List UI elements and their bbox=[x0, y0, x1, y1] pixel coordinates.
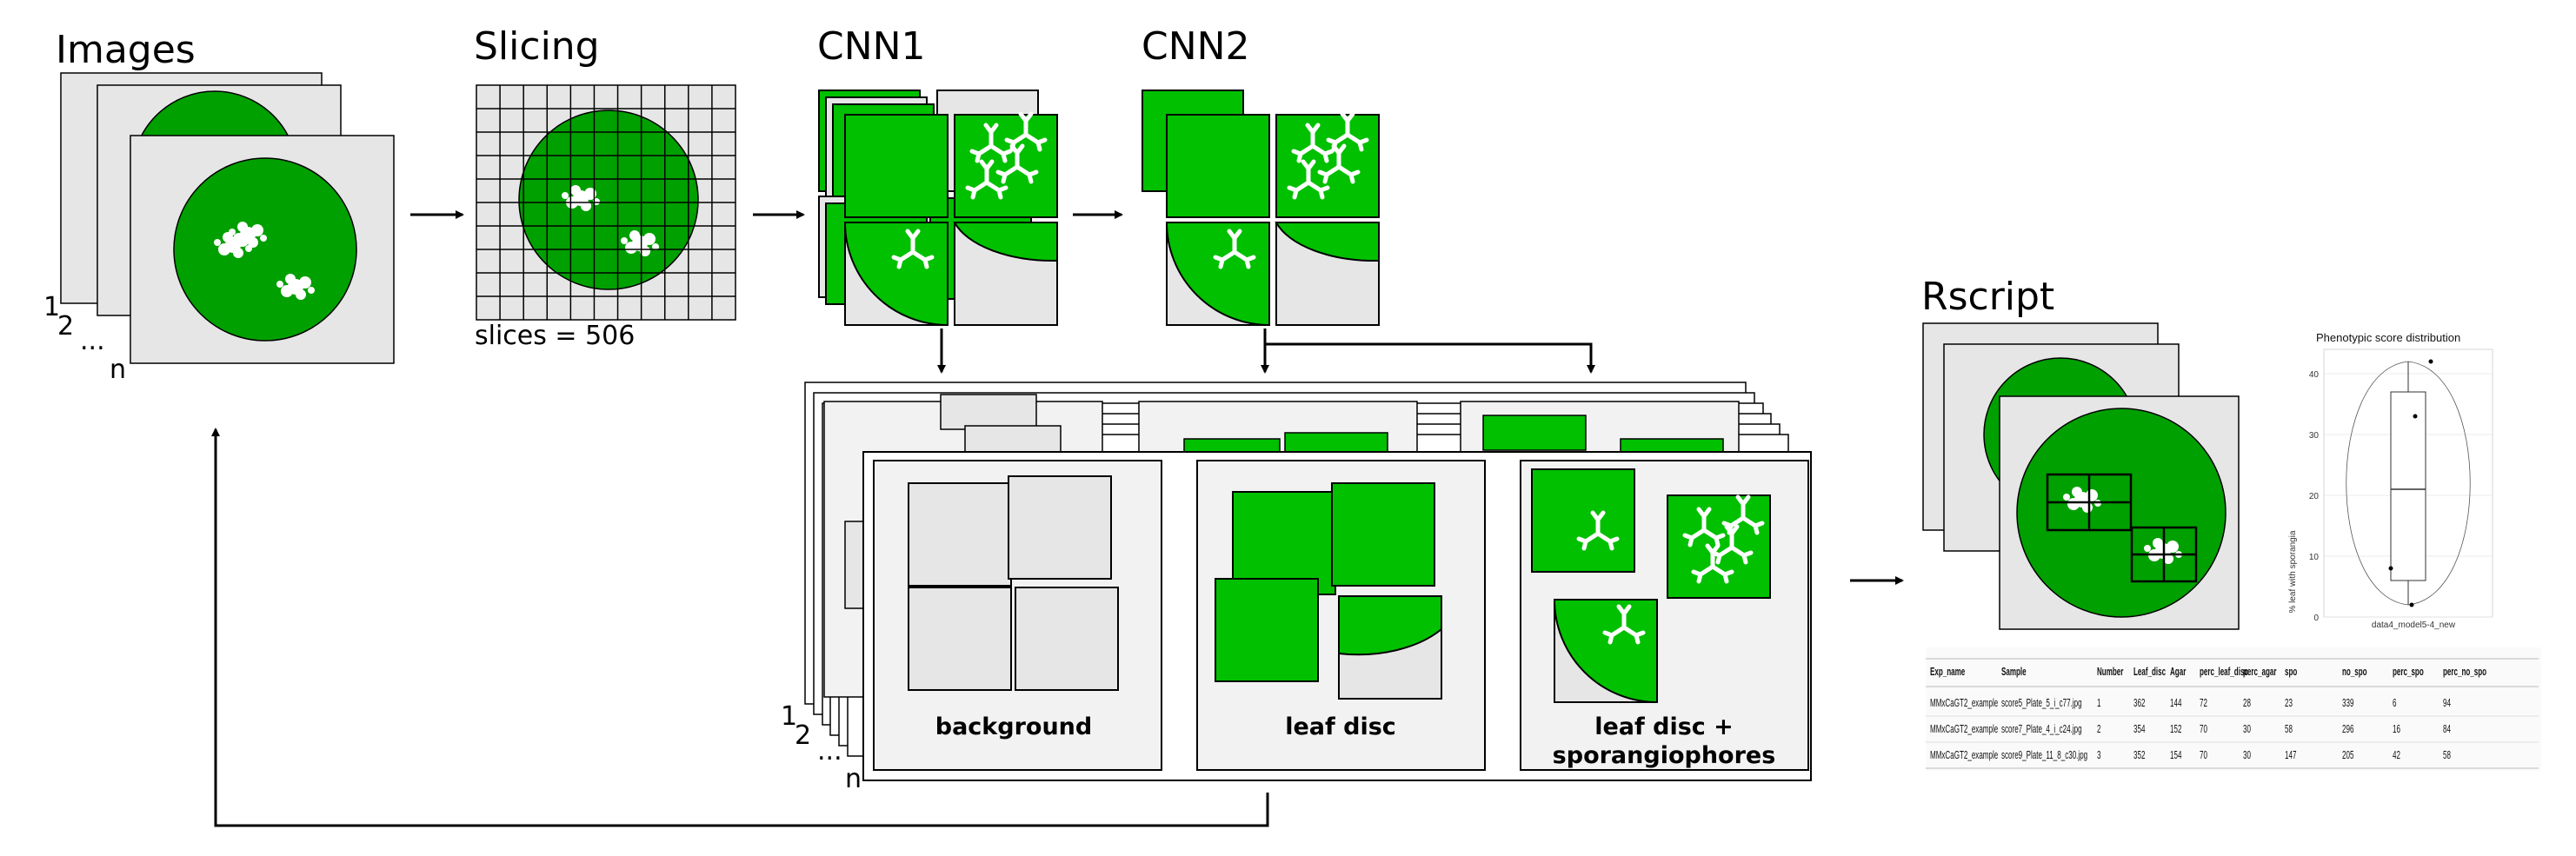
table-header-cell: Exp_name bbox=[1930, 666, 1965, 678]
slicing-grid: slices = 506 bbox=[475, 84, 736, 351]
table-cell: 147 bbox=[2285, 749, 2296, 761]
table-cell: 16 bbox=[2393, 723, 2400, 735]
data-point bbox=[2388, 566, 2393, 571]
table-header-cell: perc_spo bbox=[2393, 666, 2424, 678]
table-header-cell: Number bbox=[2097, 666, 2124, 678]
table-cell: 152 bbox=[2170, 723, 2181, 735]
stage-title-images: Images bbox=[56, 28, 196, 72]
tile-sporangio bbox=[954, 114, 1058, 218]
stage-title-slicing: Slicing bbox=[474, 24, 600, 69]
cnn1-tiles bbox=[818, 90, 1058, 327]
table-cell: 362 bbox=[2133, 697, 2145, 709]
tile-leaf bbox=[1166, 114, 1270, 218]
arrow-cnn2-branch bbox=[1265, 342, 1595, 374]
stack-label-n: n bbox=[110, 355, 126, 385]
table-cell: 28 bbox=[2243, 697, 2251, 709]
y-tick-label: 30 bbox=[2309, 431, 2320, 441]
table-cell: 144 bbox=[2170, 697, 2181, 709]
table-header-cell: Sample bbox=[2001, 666, 2027, 678]
table-cell: 354 bbox=[2133, 723, 2145, 735]
panel-stack-label-dots: ... bbox=[817, 736, 842, 766]
table-header-cell: spo bbox=[2285, 666, 2298, 678]
table-cell: 339 bbox=[2342, 697, 2353, 709]
table-cell: 3 bbox=[2097, 749, 2100, 761]
stage-title-rscript: Rscript bbox=[1921, 275, 2054, 319]
table-cell: 70 bbox=[2200, 749, 2207, 761]
plot-title: Phenotypic score distribution bbox=[2316, 331, 2460, 344]
data-point bbox=[2428, 359, 2433, 364]
table-cell: 352 bbox=[2133, 749, 2145, 761]
category-sporangio-line1: leaf disc + bbox=[1594, 713, 1734, 740]
tile-leaf bbox=[844, 114, 949, 218]
table-cell: 58 bbox=[2443, 749, 2451, 761]
class-panels: background leaf disc leaf disc + sporang… bbox=[781, 382, 1812, 794]
image-stack: 1 2 ... n bbox=[43, 72, 395, 385]
y-tick-label: 20 bbox=[2309, 492, 2320, 501]
panel-stack-label-2: 2 bbox=[795, 720, 811, 751]
table-cell: 2 bbox=[2097, 723, 2100, 735]
table-header-cell: no_spo bbox=[2342, 666, 2367, 678]
table-header-cell: Agar bbox=[2170, 666, 2187, 678]
table-header-cell: Leaf_disc bbox=[2133, 666, 2166, 678]
table-cell: score5_Plate_5_i_c77.jpg bbox=[2001, 697, 2082, 709]
plot-xlabel: data4_model5-4_new bbox=[2372, 620, 2456, 630]
panel-stack-label-n: n bbox=[845, 764, 862, 794]
category-leaf-disc: leaf disc bbox=[1285, 713, 1396, 740]
box bbox=[2390, 391, 2426, 581]
data-point bbox=[2413, 414, 2418, 419]
category-background: background bbox=[935, 713, 1092, 740]
stack-label-1: 1 bbox=[43, 292, 60, 322]
data-point bbox=[2409, 602, 2414, 607]
slice-grid-lines bbox=[476, 85, 736, 320]
stack-label-2: 2 bbox=[57, 311, 74, 342]
table-header-cell: perc_agar bbox=[2243, 666, 2277, 678]
panel-stack-label-1: 1 bbox=[781, 701, 797, 732]
table-cell: 70 bbox=[2200, 723, 2207, 735]
table-cell: MMxCaGT2_example bbox=[1930, 749, 1998, 761]
table-cell: MMxCaGT2_example bbox=[1930, 723, 1998, 735]
table-cell: 30 bbox=[2243, 723, 2251, 735]
rscript-images bbox=[1922, 322, 2240, 630]
table-cell: 42 bbox=[2393, 749, 2400, 761]
table-cell: 72 bbox=[2200, 697, 2207, 709]
slices-count: slices = 506 bbox=[475, 321, 635, 351]
table-cell: 23 bbox=[2285, 697, 2293, 709]
category-sporangio-line2: sporangiophores bbox=[1553, 742, 1776, 769]
table-cell: score9_Plate_11_8_c30.jpg bbox=[2001, 749, 2087, 761]
box-plot: Phenotypic score distribution % leaf wit… bbox=[2288, 331, 2493, 630]
stage-title-cnn1: CNN1 bbox=[817, 24, 926, 69]
table-cell: 30 bbox=[2243, 749, 2251, 761]
table-cell: 6 bbox=[2393, 697, 2396, 709]
table-cell: 154 bbox=[2170, 749, 2181, 761]
table-cell: 205 bbox=[2342, 749, 2353, 761]
table-cell: 1 bbox=[2097, 697, 2100, 709]
table-cell: score7_Plate_4_i_c24.jpg bbox=[2001, 723, 2082, 735]
table-cell: 94 bbox=[2443, 697, 2451, 709]
stage-title-cnn2: CNN2 bbox=[1142, 24, 1250, 69]
table-cell: 84 bbox=[2443, 723, 2451, 735]
tile-sporangio bbox=[1275, 114, 1380, 218]
leaf-disc-sliced bbox=[518, 109, 699, 290]
table-cell: 296 bbox=[2342, 723, 2353, 735]
cnn2-tiles bbox=[1142, 90, 1380, 327]
leaf-disc-image bbox=[173, 157, 357, 342]
y-tick-label: 40 bbox=[2309, 370, 2320, 380]
y-tick-label: 10 bbox=[2309, 553, 2320, 562]
table-header-cell: perc_leaf_disc bbox=[2200, 666, 2248, 678]
y-tick-label: 0 bbox=[2313, 614, 2319, 623]
plot-ylabel: % leaf with sporangia bbox=[2288, 530, 2298, 613]
table-cell: 58 bbox=[2285, 723, 2293, 735]
arrow-feedback-loop bbox=[211, 428, 1269, 827]
stack-label-dots: ... bbox=[80, 326, 105, 356]
table-cell: MMxCaGT2_example bbox=[1930, 697, 1998, 709]
results-table: Exp_name Sample Number Leaf_disc Agar perc_le… bbox=[1926, 647, 2541, 771]
table-header-cell: perc_no_spo bbox=[2443, 666, 2486, 678]
